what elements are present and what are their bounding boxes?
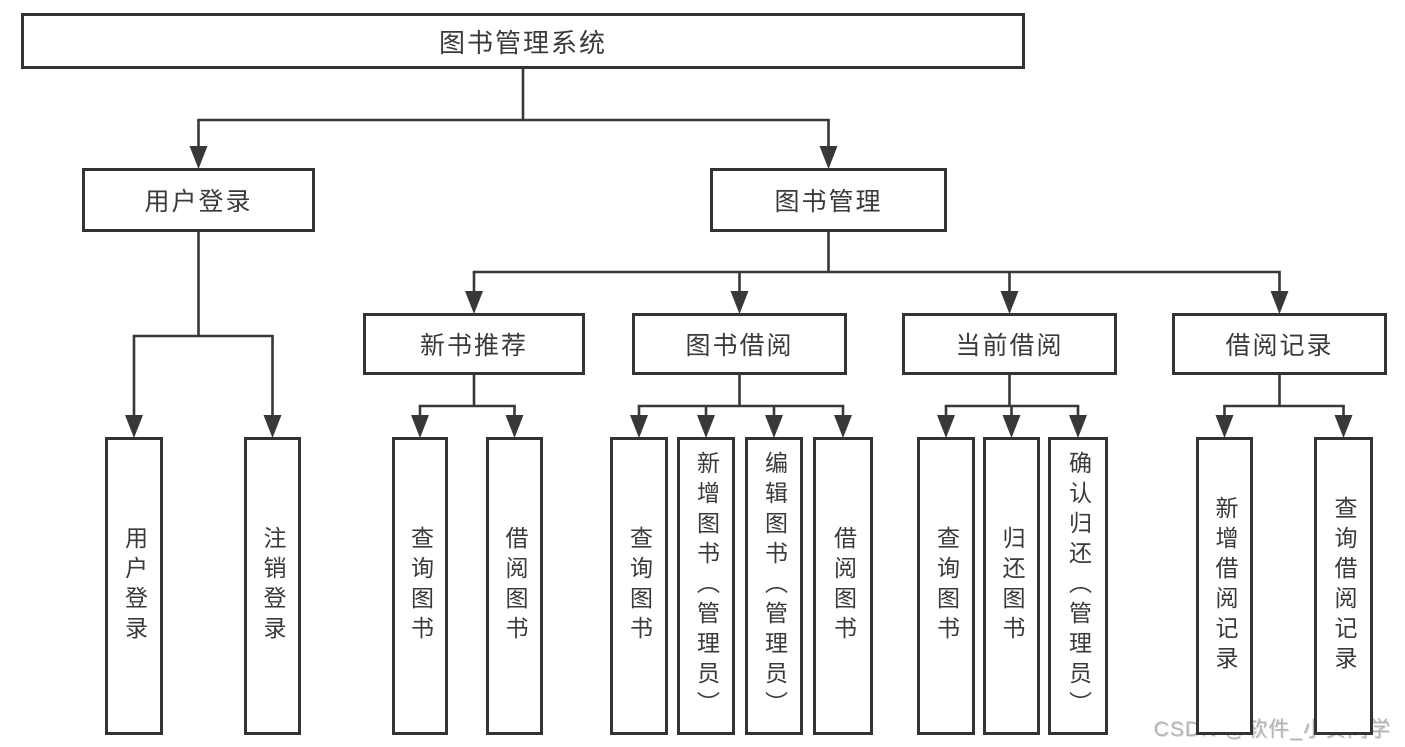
edge-from-borrow-record	[1215, 375, 1353, 438]
edge-from-user-login	[125, 232, 282, 438]
node-label: 借阅图书	[830, 526, 857, 646]
arrowhead-icon	[630, 415, 648, 438]
node-label: 归还图书	[999, 526, 1025, 646]
diagram-node-leaf-query-b: 查询图书	[610, 437, 668, 735]
node-label: 当前借阅	[955, 332, 1064, 360]
node-label: 图书借阅	[685, 332, 794, 360]
node-label: 确认归还（管理员）	[1065, 451, 1092, 721]
diagram-node-leaf-query-record: 查询借阅记录	[1314, 437, 1373, 735]
diagram-node-book-mgmt: 图书管理	[710, 168, 947, 232]
node-label: 新书推荐	[419, 332, 528, 360]
arrowhead-icon	[1334, 415, 1353, 438]
diagram-node-leaf-logout: 注销登录	[244, 437, 301, 735]
arrowhead-icon	[505, 415, 524, 438]
node-label: 注销登录	[260, 526, 286, 646]
node-label: 图书管理	[774, 188, 883, 216]
arrowhead-icon	[263, 415, 282, 438]
node-label: 新增图书（管理员）	[693, 451, 720, 721]
node-label: 用户登录	[121, 526, 148, 646]
diagram-node-leaf-add-book: 新增图书（管理员）	[677, 437, 735, 735]
diagram-node-new-book-rec: 新书推荐	[363, 313, 585, 375]
arrowhead-icon	[1069, 415, 1087, 438]
node-label: 查询图书	[407, 526, 434, 646]
edge-from-book-borrow	[630, 375, 852, 438]
node-label: 查询图书	[626, 526, 653, 646]
node-label: 借阅图书	[502, 526, 528, 646]
edge-from-book-mgmt	[465, 232, 1289, 314]
edge-from-root	[189, 69, 838, 169]
arrowhead-icon	[465, 291, 483, 314]
diagram-node-borrow-record: 借阅记录	[1172, 313, 1387, 375]
diagram-node-book-borrow: 图书借阅	[632, 313, 847, 375]
diagram-node-leaf-add-record: 新增借阅记录	[1196, 437, 1253, 735]
diagram-node-leaf-borrow-b: 借阅图书	[813, 437, 873, 735]
node-label: 图书管理系统	[438, 27, 607, 58]
diagram-node-leaf-query-c: 查询图书	[917, 437, 975, 735]
arrowhead-icon	[819, 146, 838, 169]
arrowhead-icon	[834, 415, 852, 438]
node-label: 用户登录	[144, 188, 253, 216]
diagram-node-user-login: 用户登录	[82, 168, 315, 232]
diagram-node-leaf-borrow-a: 借阅图书	[486, 437, 543, 735]
diagram-node-root: 图书管理系统	[21, 13, 1025, 69]
diagram-node-leaf-return: 归还图书	[983, 437, 1040, 735]
arrowhead-icon	[189, 146, 208, 169]
arrowhead-icon	[1215, 415, 1234, 438]
arrowhead-icon	[697, 415, 715, 438]
arrowhead-icon	[730, 291, 749, 314]
arrowhead-icon	[125, 415, 143, 438]
diagram-node-current-borrow: 当前借阅	[902, 313, 1117, 375]
edge-from-current-borrow	[937, 375, 1087, 438]
diagram-node-leaf-user-login: 用户登录	[105, 437, 163, 735]
arrowhead-icon	[1002, 415, 1021, 438]
arrowhead-icon	[1270, 291, 1289, 314]
diagram-node-leaf-confirm-return: 确认归还（管理员）	[1048, 437, 1108, 735]
edge-from-new-book-rec	[411, 375, 524, 438]
arrowhead-icon	[411, 415, 429, 438]
arrowhead-icon	[1000, 291, 1019, 314]
node-label: 编辑图书（管理员）	[761, 451, 788, 721]
node-label: 新增借阅记录	[1212, 496, 1238, 676]
node-label: 查询图书	[933, 526, 960, 646]
arrowhead-icon	[937, 415, 955, 438]
diagram-node-leaf-edit-book: 编辑图书（管理员）	[745, 437, 803, 735]
arrowhead-icon	[765, 415, 783, 438]
node-label: 查询借阅记录	[1331, 496, 1357, 676]
diagram-node-leaf-query-a: 查询图书	[392, 437, 448, 735]
node-label: 借阅记录	[1225, 332, 1334, 360]
